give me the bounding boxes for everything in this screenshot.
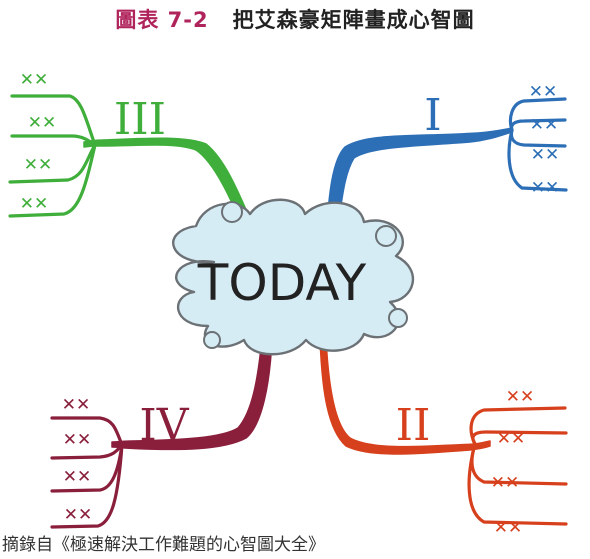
cloud-shape	[172, 198, 415, 356]
branch-iii: III ✕✕ ✕✕ ✕✕ ✕✕	[8, 70, 255, 233]
branch-iii-mark-3: ✕✕	[24, 155, 53, 175]
branch-i-twigs	[507, 97, 568, 192]
branch-i-label: I	[424, 90, 441, 141]
figure-title-text: 把艾森豪矩陣畫成心智圖	[232, 8, 475, 32]
branch-i-mark-3: ✕✕	[531, 145, 560, 165]
branch-ii-mark-1: ✕✕	[506, 387, 535, 407]
branch-iii-mark-1: ✕✕	[20, 70, 49, 90]
cloud-puffs	[203, 201, 408, 349]
branch-i-mark-2: ✕✕	[530, 115, 559, 135]
figure-number: 圖表 7-2	[115, 8, 209, 32]
branch-ii-twigs	[467, 406, 568, 526]
branch-iii-twigs	[8, 94, 97, 218]
branch-iv-label: IV	[139, 400, 189, 451]
branch-iv-mark-1: ✕✕	[62, 395, 91, 415]
branch-ii-mark-3: ✕✕	[491, 473, 520, 493]
branch-iii-mark-2: ✕✕	[28, 113, 57, 133]
branch-iii-label: III	[114, 94, 166, 145]
center-label: TODAY	[197, 254, 367, 312]
branch-i: I ✕✕ ✕✕ ✕✕ ✕✕	[325, 82, 568, 235]
branch-ii-mark-2: ✕✕	[497, 429, 526, 449]
branch-iv-mark-2: ✕✕	[63, 430, 92, 450]
branch-iv-twigs	[50, 416, 124, 529]
center-cloud: TODAY	[172, 198, 415, 356]
branch-ii-trunk	[319, 337, 491, 455]
branch-iii-mark-4: ✕✕	[20, 194, 49, 214]
figure-title: 圖表 7-2 把艾森豪矩陣畫成心智圖	[0, 4, 590, 34]
branch-i-mark-4: ✕✕	[531, 178, 560, 198]
branch-iv: IV ✕✕ ✕✕ ✕✕ ✕✕	[50, 337, 273, 529]
branch-iv-trunk	[111, 337, 273, 451]
branch-ii: II ✕✕ ✕✕ ✕✕ ✕✕	[319, 337, 568, 538]
branch-i-mark-1: ✕✕	[529, 82, 558, 102]
caption: 摘錄自《極速解決工作難題的心智圖大全》	[2, 535, 325, 555]
branch-ii-mark-4: ✕✕	[494, 518, 523, 538]
branch-iii-trunk	[83, 137, 255, 233]
branch-iv-mark-3: ✕✕	[63, 467, 92, 487]
branch-ii-label: II	[396, 400, 431, 451]
branch-iv-mark-4: ✕✕	[64, 505, 93, 525]
